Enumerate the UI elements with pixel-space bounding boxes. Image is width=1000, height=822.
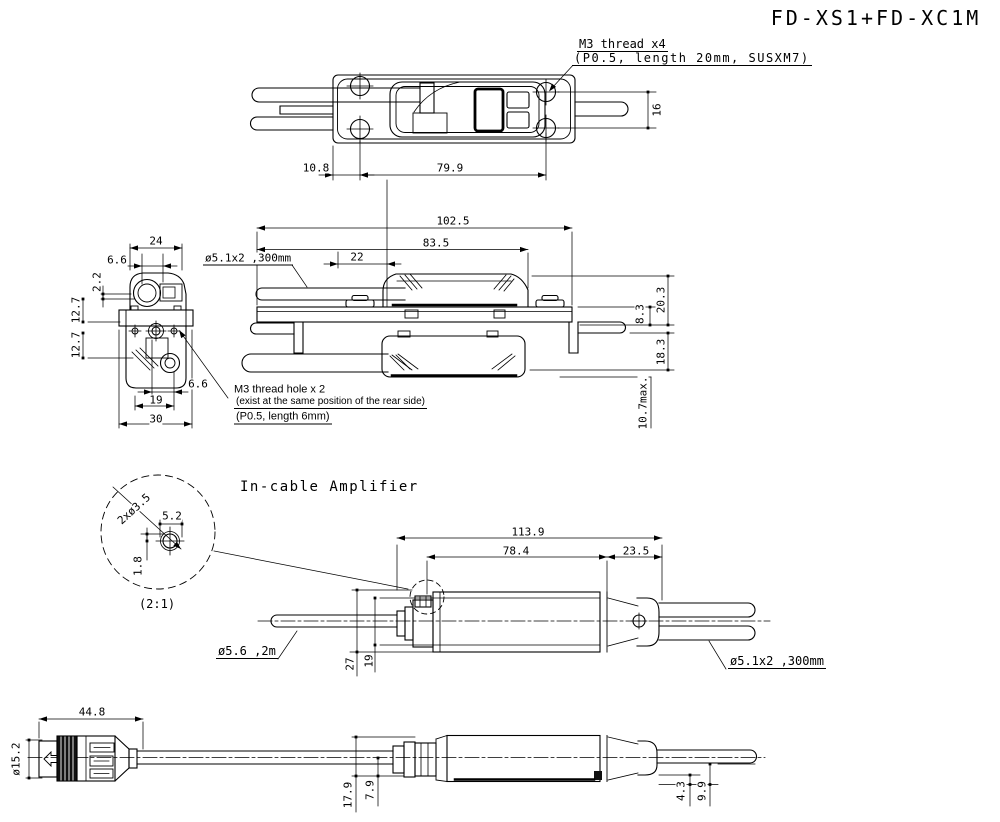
dim-side-18-3: 18.3 <box>654 338 668 366</box>
section-title-amplifier: In-cable Amplifier <box>240 479 419 495</box>
lens <box>132 278 162 308</box>
amplifier-bottom-view <box>27 734 766 783</box>
dim-top-10-8: 10.8 <box>302 161 330 175</box>
label-cable-amp-main: ø5.6 ,2m <box>216 644 278 659</box>
dim-amp-19: 19 <box>362 654 376 668</box>
note-m3-bot-line3: (P0.5, length 6mm) <box>234 410 332 425</box>
dim-amp-27: 27 <box>343 657 357 671</box>
dim-amp-23-5: 23.5 <box>622 544 650 558</box>
dim-side-22: 22 <box>350 250 364 264</box>
dim-ampb-17-9: 17.9 <box>341 781 355 809</box>
amplifier-side-view <box>257 579 771 653</box>
dim-top-79-9: 79.9 <box>436 161 464 175</box>
key-button <box>506 111 530 129</box>
detail-scale: (2:1) <box>138 597 176 611</box>
note-m3-bot-line1: M3 thread hole x 2 <box>234 383 326 396</box>
dim-amp-78-4: 78.4 <box>502 544 530 558</box>
sensor-front-view <box>118 272 194 389</box>
cable <box>577 321 626 334</box>
fiber-block <box>419 82 435 114</box>
key-button <box>506 91 530 109</box>
cable <box>255 287 406 301</box>
dim-top-16: 16 <box>650 103 664 117</box>
dim-front-6-6-top: 6.6 <box>107 253 127 267</box>
dim-side-8-3: 8.3 <box>633 304 647 324</box>
detail-view-2to1 <box>100 474 216 590</box>
dim-ampb-7-9: 7.9 <box>363 780 377 800</box>
cable <box>249 116 334 131</box>
dim-front-12-7-a: 12.7 <box>69 296 83 324</box>
clamp-screw <box>414 595 432 608</box>
dim-front-2-2: 2.2 <box>90 272 104 292</box>
cable <box>279 105 334 115</box>
label-cable-sensor: ø5.1x2 ,300mm <box>203 251 294 266</box>
dim-ampb-4-3: 4.3 <box>674 781 688 801</box>
dim-front-12-7-b: 12.7 <box>69 331 83 359</box>
dim-front-6-6-bot: 6.6 <box>188 377 208 391</box>
cable <box>270 614 398 628</box>
dim-side-10-7max: 10.7max. <box>636 376 650 430</box>
cable <box>241 353 389 373</box>
cable <box>656 749 758 764</box>
display-window <box>473 87 505 133</box>
cable <box>136 750 394 765</box>
dim-side-20-3: 20.3 <box>654 286 668 314</box>
sensor-top-view <box>249 72 629 144</box>
note-m3-top-line2: (P0.5, length 20mm, SUSXM7) <box>572 51 812 66</box>
dim-front-30: 30 <box>149 412 163 426</box>
lens <box>159 352 181 374</box>
sensor-side-view <box>241 273 626 378</box>
cable <box>250 322 295 335</box>
label-cable-amp-out: ø5.1x2 ,300mm <box>728 654 826 669</box>
cable <box>251 87 421 103</box>
cable <box>574 101 629 117</box>
dim-front-24: 24 <box>149 234 163 248</box>
dim-conn-44-8: 44.8 <box>78 705 106 719</box>
drawing-title: FD-XS1+FD-XC1M <box>770 6 982 30</box>
cable <box>658 602 756 618</box>
m3-hole-icon <box>128 324 181 338</box>
dim-side-83-5: 83.5 <box>422 236 450 250</box>
note-m3-top-line1: M3 thread x4 <box>577 37 668 52</box>
dimension-lines <box>25 62 756 813</box>
dim-ampb-9-9: 9.9 <box>695 781 709 801</box>
note-m3-bot-line2: (exist at the same position of the rear … <box>234 396 427 409</box>
dim-conn-15-2: ø15.2 <box>9 742 23 776</box>
cable <box>658 625 756 641</box>
dim-detail-1-8: 1.8 <box>131 556 145 576</box>
dim-detail-2x3-5: 2xø3.5 <box>114 490 154 528</box>
dim-front-19: 19 <box>149 393 163 407</box>
connector-view <box>38 735 394 782</box>
dim-amp-113-9: 113.9 <box>511 525 545 539</box>
dim-detail-5-2: 5.2 <box>162 509 182 523</box>
dim-side-102-5: 102.5 <box>436 214 470 228</box>
